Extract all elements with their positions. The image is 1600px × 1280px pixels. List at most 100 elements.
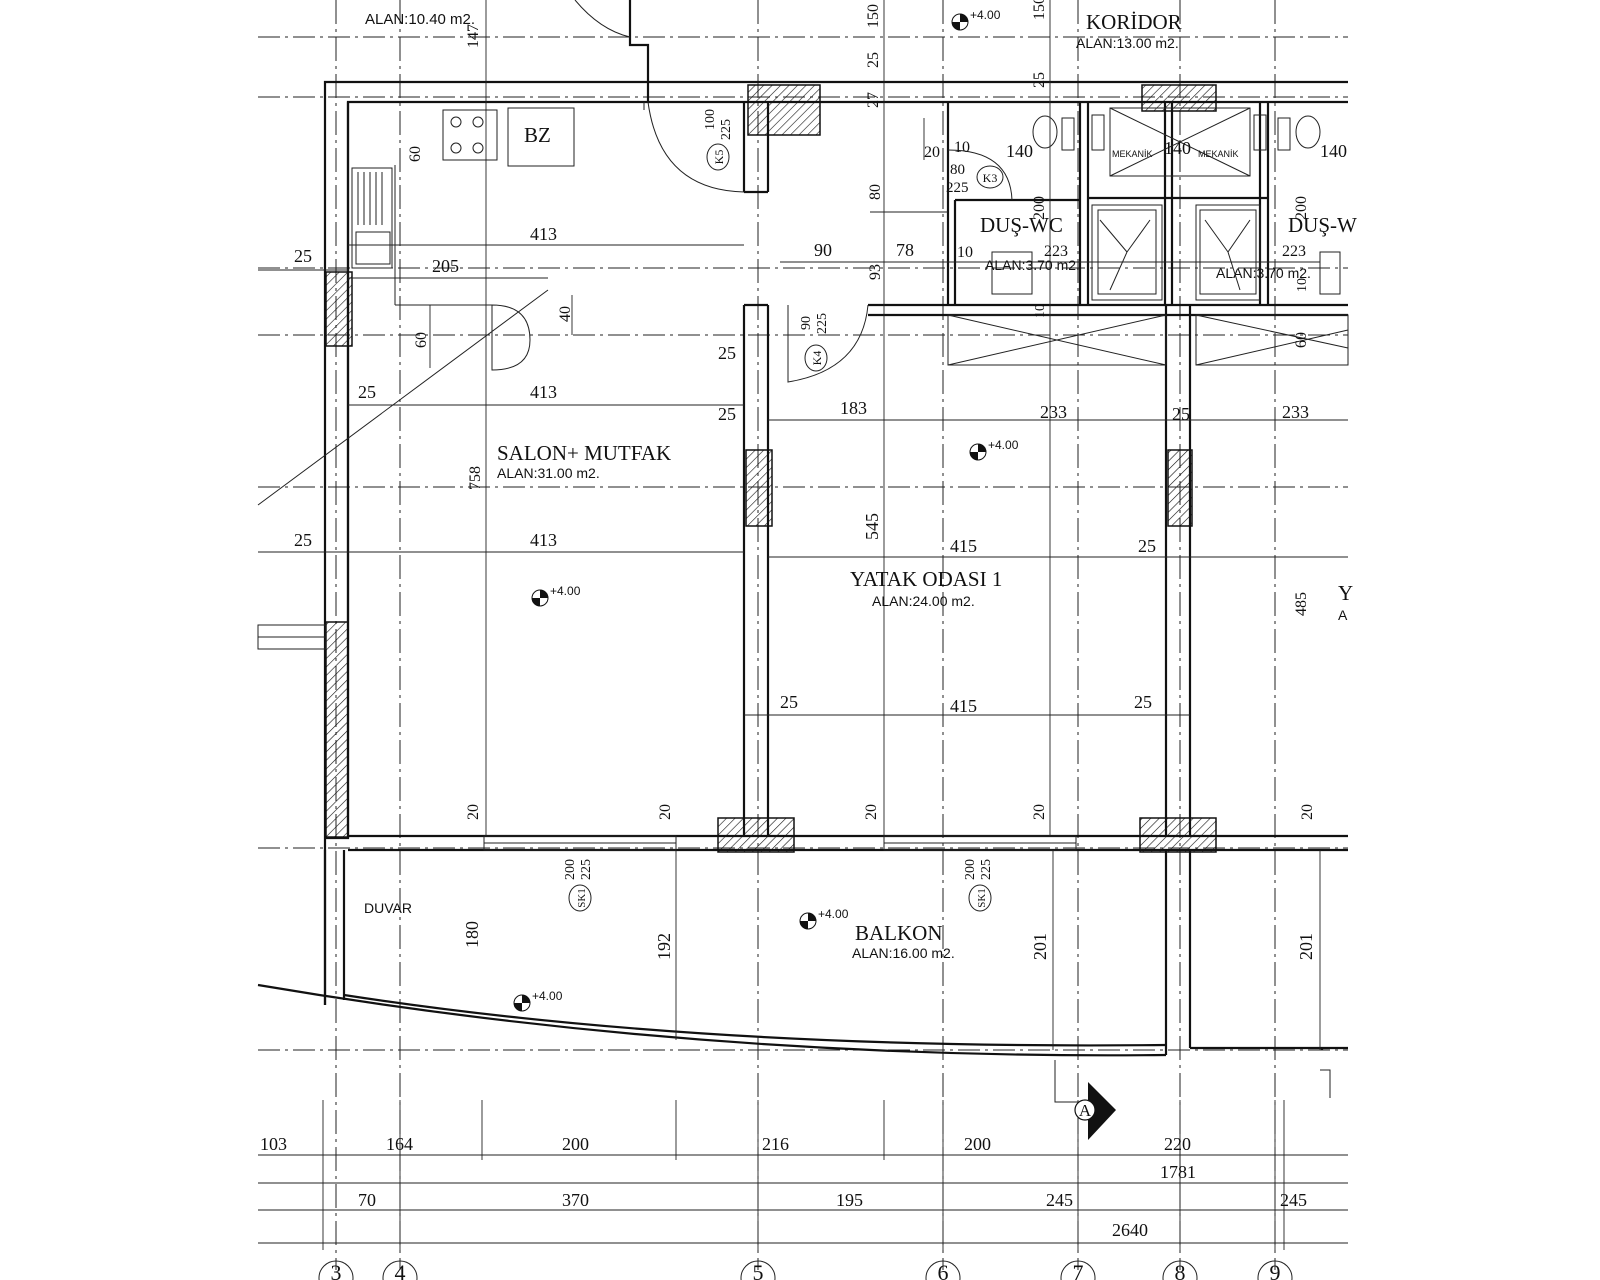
dim-label: 25 [358,382,376,402]
dim-label: 200 [563,859,578,880]
axis-label: 7 [1073,1260,1084,1280]
dim-label: 147 [465,24,482,48]
door-tag: SK1 [976,888,988,908]
dim-label: 758 [467,466,484,490]
yatak-name: YATAK ODASI 1 [850,567,1002,591]
dimension-labels-kitchen: 60 413 205 40 60 25 25 413 413 25 25 758… [294,146,736,550]
axis-label: 4 [395,1260,406,1280]
dim-label: 205 [432,256,459,276]
dim-label: 413 [530,382,557,402]
dim-label: 225 [979,859,994,880]
dimension-labels-top: 147 150 25 27 25 150 80 93 [465,0,1048,280]
dus2-name: DUŞ-W [1288,213,1357,237]
duvar-label: DUVAR [364,900,412,916]
dim-label: 78 [896,240,914,260]
mekanik-label: MEKANİK [1198,149,1239,159]
level-label: +4.00 [988,438,1019,452]
balcony-curve [257,983,1331,1098]
dim-label: 20 [465,804,482,820]
koridor-name: KORİDOR [1086,10,1182,34]
dim-label: 201 [1030,933,1050,960]
level-marker: +4.00 [969,438,1019,461]
axis-label: 8 [1175,1260,1186,1280]
door-tag: K5 [712,150,726,165]
dim-label: 25 [294,246,312,266]
door-tags: K5 K3 K4 SK1 SK1 [568,143,1004,912]
dim-label: 413 [530,530,557,550]
dim-label: 93 [867,264,884,280]
dim-label: 200 [963,859,978,880]
dim-label: 195 [836,1190,863,1210]
dim-label: 233 [1040,402,1067,422]
dim-label: 20 [657,804,674,820]
yatak2-area: A [1338,607,1348,623]
level-marker: +4.00 [951,8,1001,31]
level-label: +4.00 [532,989,563,1003]
salon-name: SALON+ MUTFAK [497,441,671,465]
balkon-area: ALAN:16.00 m2. [852,945,955,961]
dim-label: 225 [946,180,969,196]
dim-label: 25 [1172,404,1190,424]
dim-label: 10 [1033,304,1048,318]
dim-label: 27 [865,92,882,108]
columns [325,84,1217,853]
dim-label: 201 [1296,933,1316,960]
level-marker: +4.00 [513,989,563,1012]
dim-label: 10 [957,244,973,261]
top-left-area: ALAN:10.40 m2. [365,11,475,28]
door-tag: K3 [983,171,998,185]
dim-label: 103 [260,1134,287,1154]
dim-label: 2640 [1112,1220,1148,1240]
dim-label: 200 [1031,196,1048,220]
horizontal-grid-lines [258,36,1348,1051]
dim-label: 90 [814,240,832,260]
koridor-area: ALAN:13.00 m2. [1076,35,1179,51]
level-label: +4.00 [970,8,1001,22]
dim-label: 245 [1280,1190,1307,1210]
level-label: +4.00 [818,907,849,921]
section-marker: A [1054,1060,1116,1140]
dim-label: 223 [1282,243,1306,260]
dim-label: 70 [358,1190,376,1210]
room-labels: ALAN:10.40 m2. KORİDOR ALAN:13.00 m2. SA… [364,10,1357,961]
dim-label: 225 [815,313,830,334]
dus1-area: ALAN:3.70 m2. [985,257,1080,273]
dim-label: 90 [799,316,814,330]
dim-label: 20 [924,144,940,161]
dimension-labels-bottom: 103 164 200 216 200 220 1781 70 370 195 … [260,1134,1307,1240]
dim-label: 25 [780,692,798,712]
dim-label: 10 [954,139,970,156]
dim-label: 370 [562,1190,589,1210]
section-mark-label: A [1079,1101,1092,1120]
vertical-axis-lines [335,0,1276,1270]
balkon-name: BALKON [855,921,943,945]
dim-label: 140 [1006,141,1033,161]
dim-label: 216 [762,1134,789,1154]
dim-label: 20 [863,804,880,820]
salon-area: ALAN:31.00 m2. [497,465,600,481]
level-label: +4.00 [550,584,581,598]
dim-label: 485 [1293,592,1310,616]
axis-label: 3 [331,1260,342,1280]
dim-label: 200 [964,1134,991,1154]
dim-label: 25 [1138,536,1156,556]
dim-label: 183 [840,398,867,418]
windows [257,624,1077,851]
dim-label: 415 [950,696,977,716]
level-marker: +4.00 [799,907,849,930]
dim-label: 225 [579,859,594,880]
dus1-name: DUŞ-WC [980,213,1063,237]
kitchen-fixtures [257,107,575,506]
dim-label: 220 [1164,1134,1191,1154]
dim-label: 415 [950,536,977,556]
axis-label: 6 [938,1260,949,1280]
axis-bubbles: 3 4 5 6 7 8 9 [318,1260,1293,1280]
yatak-area: ALAN:24.00 m2. [872,593,975,609]
door-tag: SK1 [576,888,588,908]
dim-label: 200 [562,1134,589,1154]
dim-label: 192 [654,933,674,960]
dim-label: 60 [1293,332,1310,348]
dim-label: 80 [950,162,965,178]
dim-label: 245 [1046,1190,1073,1210]
dim-label: 413 [530,224,557,244]
